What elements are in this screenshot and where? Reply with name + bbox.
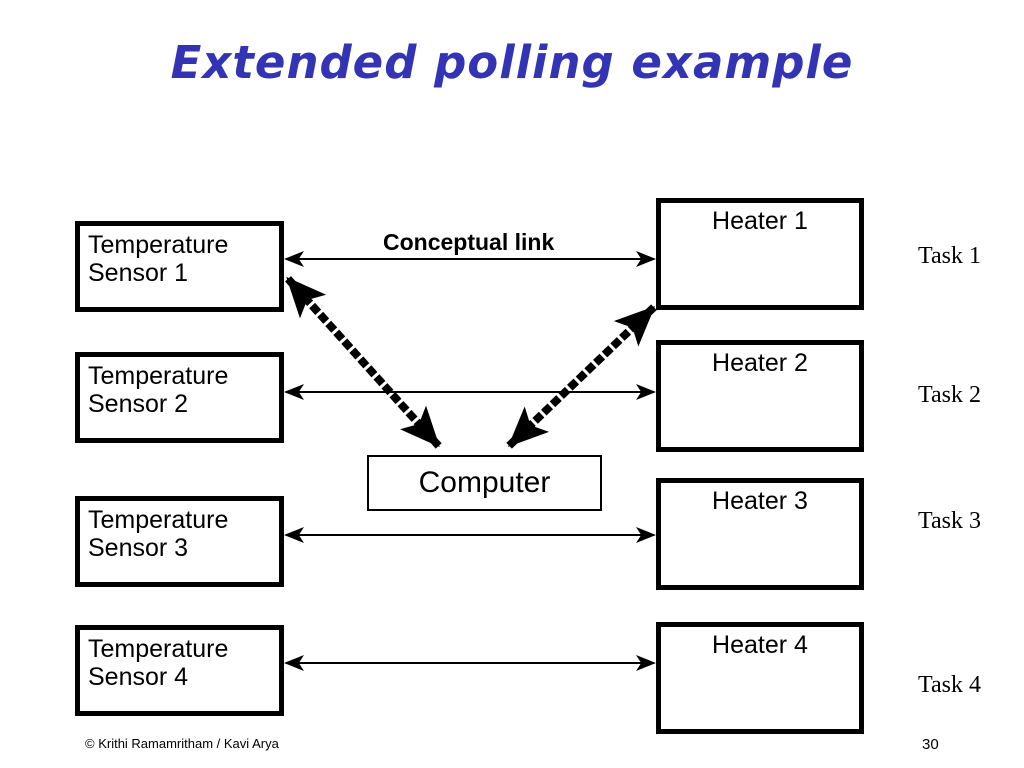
temperature-sensor-4-label: Temperature Sensor 4 (88, 635, 229, 692)
task-2-label: Task 2 (918, 382, 981, 408)
heater-2-box[interactable]: Heater 2 (656, 340, 864, 452)
temperature-sensor-3-label: Temperature Sensor 3 (88, 506, 229, 563)
heater-4-box[interactable]: Heater 4 (656, 622, 864, 734)
heater-3-box[interactable]: Heater 3 (656, 478, 864, 590)
heater-3-label: Heater 3 (712, 487, 808, 515)
copyright-credit: © Krithi Ramamritham / Kavi Arya (85, 736, 279, 751)
task-3-label: Task 3 (918, 508, 981, 534)
polling-link-arrow-heater1 (506, 304, 657, 449)
temperature-sensor-1-box[interactable]: Temperature Sensor 1 (75, 221, 284, 312)
temperature-sensor-4-box[interactable]: Temperature Sensor 4 (75, 625, 284, 716)
page-title: Extended polling example (170, 36, 854, 89)
heater-1-label: Heater 1 (712, 207, 808, 235)
temperature-sensor-2-label: Temperature Sensor 2 (88, 362, 229, 419)
task-1-label: Task 1 (918, 243, 981, 269)
heater-4-label: Heater 4 (712, 631, 808, 659)
temperature-sensor-1-label: Temperature Sensor 1 (88, 231, 229, 288)
heater-2-label: Heater 2 (712, 349, 808, 377)
task-4-label: Task 4 (918, 672, 981, 698)
polling-link-arrow-sensor1 (284, 275, 442, 449)
computer-box[interactable]: Computer (367, 455, 602, 511)
page-number: 30 (922, 736, 939, 753)
heater-1-box[interactable]: Heater 1 (656, 198, 864, 310)
computer-label: Computer (418, 466, 551, 499)
conceptual-link-label: Conceptual link (383, 229, 555, 255)
temperature-sensor-2-box[interactable]: Temperature Sensor 2 (75, 352, 284, 443)
temperature-sensor-3-box[interactable]: Temperature Sensor 3 (75, 496, 284, 587)
